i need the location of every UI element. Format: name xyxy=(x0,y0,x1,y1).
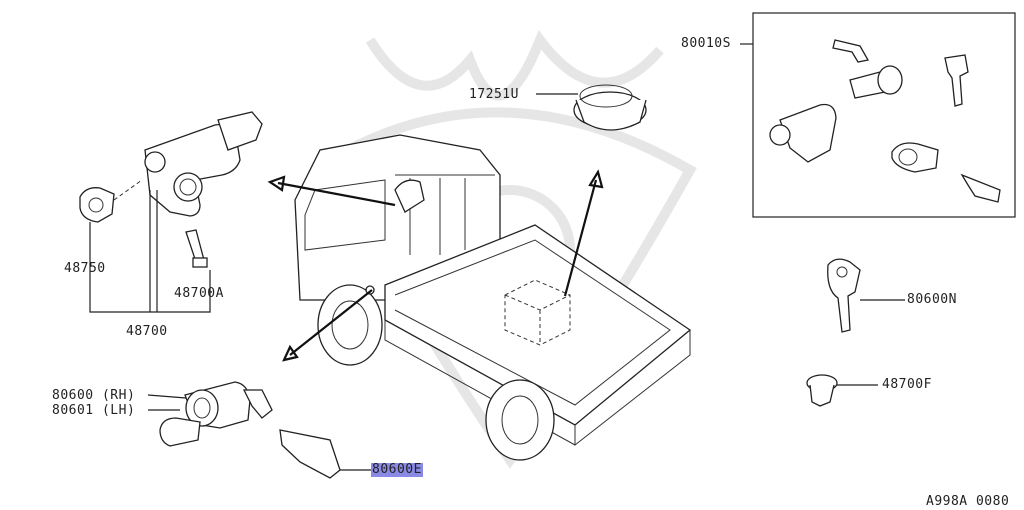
label-48700a: 48700A xyxy=(174,286,224,301)
label-80010s: 80010S xyxy=(681,36,731,51)
label-17251u: 17251U xyxy=(469,87,519,102)
label-80601-lh: 80601 (LH) xyxy=(52,403,136,418)
label-80600-rh: 80600 (RH) xyxy=(52,388,136,403)
grommet-clip xyxy=(806,374,878,407)
key-set-kit xyxy=(740,12,1016,218)
door-lock-cylinder xyxy=(147,381,372,479)
ignition-switch-assembly xyxy=(79,111,263,313)
label-48700f: 48700F xyxy=(882,377,932,392)
figure-code: A998A 0080 xyxy=(926,494,1010,509)
pointer-arrows xyxy=(267,169,604,362)
fuel-cap xyxy=(536,84,647,131)
label-48700: 48700 xyxy=(126,324,168,339)
truck-illustration xyxy=(294,134,692,461)
label-80600n: 80600N xyxy=(907,292,957,307)
label-48750: 48750 xyxy=(64,261,106,276)
blank-key xyxy=(827,258,905,333)
label-80600e-highlighted[interactable]: 80600E xyxy=(371,462,423,477)
